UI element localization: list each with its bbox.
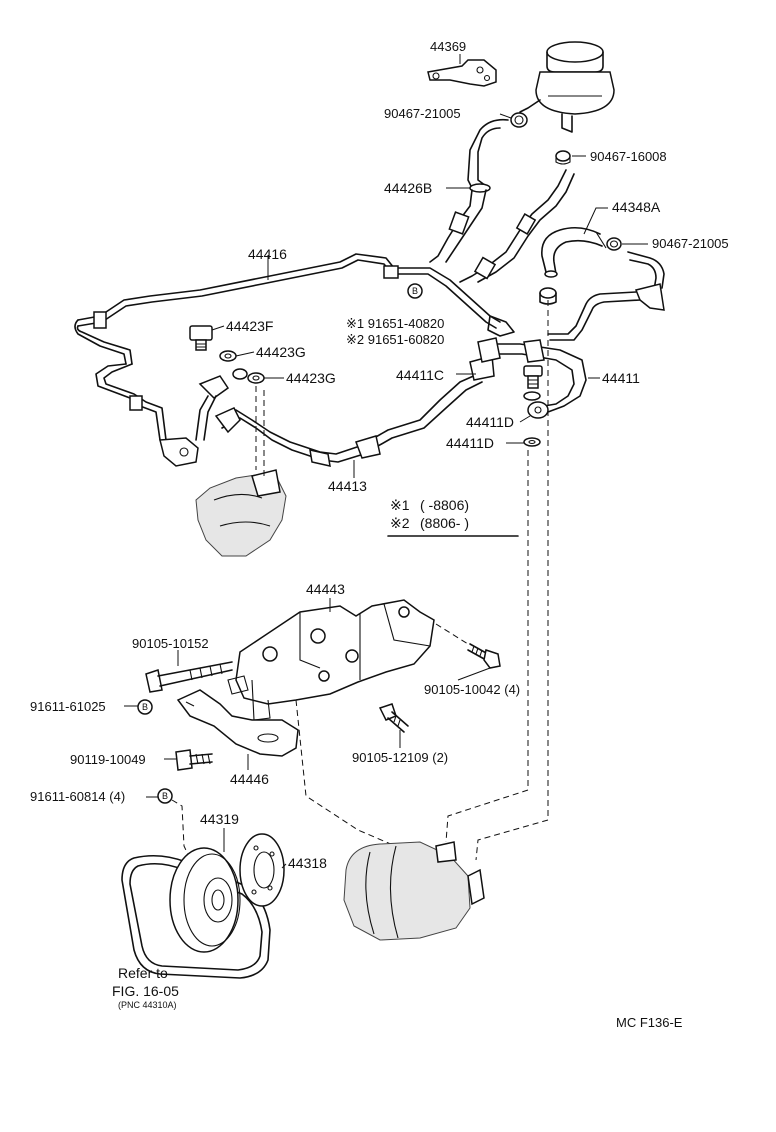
reservoir-tank	[519, 41, 615, 133]
gasket-44411d-2	[523, 437, 541, 447]
label-90467-16008: 90467-16008	[590, 149, 667, 164]
bolt-90105-10152	[145, 661, 233, 693]
label-44348a: 44348A	[612, 199, 661, 215]
label-91651-40820: ※1 91651-40820	[346, 316, 444, 331]
gasket-44423g-2	[247, 372, 265, 384]
gear-housing	[195, 386, 287, 557]
bolt-90105-12109	[378, 703, 409, 733]
label-44319: 44319	[200, 811, 239, 827]
return-tube-upper	[459, 169, 575, 283]
label-44411d-2: 44411D	[446, 435, 494, 451]
legend-row2-range: (8806- )	[420, 515, 469, 531]
clamp-reservoir	[510, 112, 528, 128]
label-90105-12109: 90105-12109 (2)	[352, 750, 448, 765]
gasket-44411d-1	[523, 391, 541, 401]
label-44416: 44416	[248, 246, 287, 262]
assembly-line-2	[445, 450, 529, 843]
bolt-b-mark-icon	[407, 283, 423, 299]
bracket-44369	[427, 59, 497, 87]
label-44411c: 44411C	[396, 367, 444, 383]
pressure-tube-44416	[74, 253, 515, 467]
figure-code: MC F136-E	[616, 1015, 683, 1030]
hose-44426b	[429, 118, 509, 263]
legend-row2-mark: ※2	[390, 515, 410, 531]
return-tube-44413	[214, 355, 495, 467]
label-91611-60814: 91611-60814 (4)	[30, 789, 125, 804]
label-90467-21005-top: 90467-21005	[384, 106, 461, 121]
clamp-return-21005	[606, 237, 622, 251]
reference-line2: FIG. 16-05	[112, 983, 179, 999]
label-44423g-2: 44423G	[286, 370, 336, 386]
plug-44423f	[189, 325, 213, 351]
label-washer-b-1: B	[142, 702, 148, 712]
pump-hose-44411	[477, 337, 587, 419]
label-90467-21005-right: 90467-21005	[652, 236, 729, 251]
union-bolt-44411c	[523, 365, 543, 389]
label-44446: 44446	[230, 771, 269, 787]
hose-44348a	[541, 226, 607, 278]
label-90105-10042: 90105-10042 (4)	[424, 682, 520, 697]
pump-pressure-line	[195, 368, 248, 441]
label-91611-61025: 91611-61025	[30, 699, 106, 714]
label-44369: 44369	[430, 39, 466, 54]
reference-line1: Refer to	[118, 965, 168, 981]
label-washer-b-2: B	[162, 791, 168, 801]
label-44411d-1: 44411D	[466, 414, 514, 430]
reference-line3: (PNC 44310A)	[118, 1000, 177, 1010]
label-44423g-1: 44423G	[256, 344, 306, 360]
assembly-line-1	[475, 300, 549, 861]
label-44318: 44318	[288, 855, 327, 871]
bracket-44443	[227, 599, 435, 721]
label-44413: 44413	[328, 478, 367, 494]
plate-44318	[239, 833, 285, 907]
label-44426b: 44426B	[384, 180, 432, 196]
gasket-44423g-1	[219, 350, 237, 362]
label-44411: 44411	[602, 370, 640, 386]
strap-44446	[176, 689, 299, 757]
return-tube-right	[547, 251, 665, 341]
label-90105-10152: 90105-10152	[132, 636, 209, 651]
pulley-44319	[169, 847, 241, 953]
label-bolt-b: B	[412, 286, 418, 296]
label-44443: 44443	[306, 581, 345, 597]
part-labels: 44369 90467-21005 90467-16008 44426B 443…	[30, 39, 729, 1030]
legend-row1-range: ( -8806)	[420, 497, 469, 513]
assembly-line-3	[295, 699, 401, 849]
label-44423f: 44423F	[226, 318, 273, 334]
clamp-return-16008	[555, 150, 571, 165]
washer-91611-61025	[137, 699, 153, 715]
leader-lines	[124, 54, 648, 869]
bolt-90119-10049	[175, 749, 213, 771]
label-90119-10049: 90119-10049	[70, 752, 146, 767]
bolt-90105-10042	[435, 623, 501, 669]
legend-row1-mark: ※1	[390, 497, 410, 513]
label-91651-60820: ※2 91651-60820	[346, 332, 444, 347]
pump-body	[343, 841, 485, 941]
